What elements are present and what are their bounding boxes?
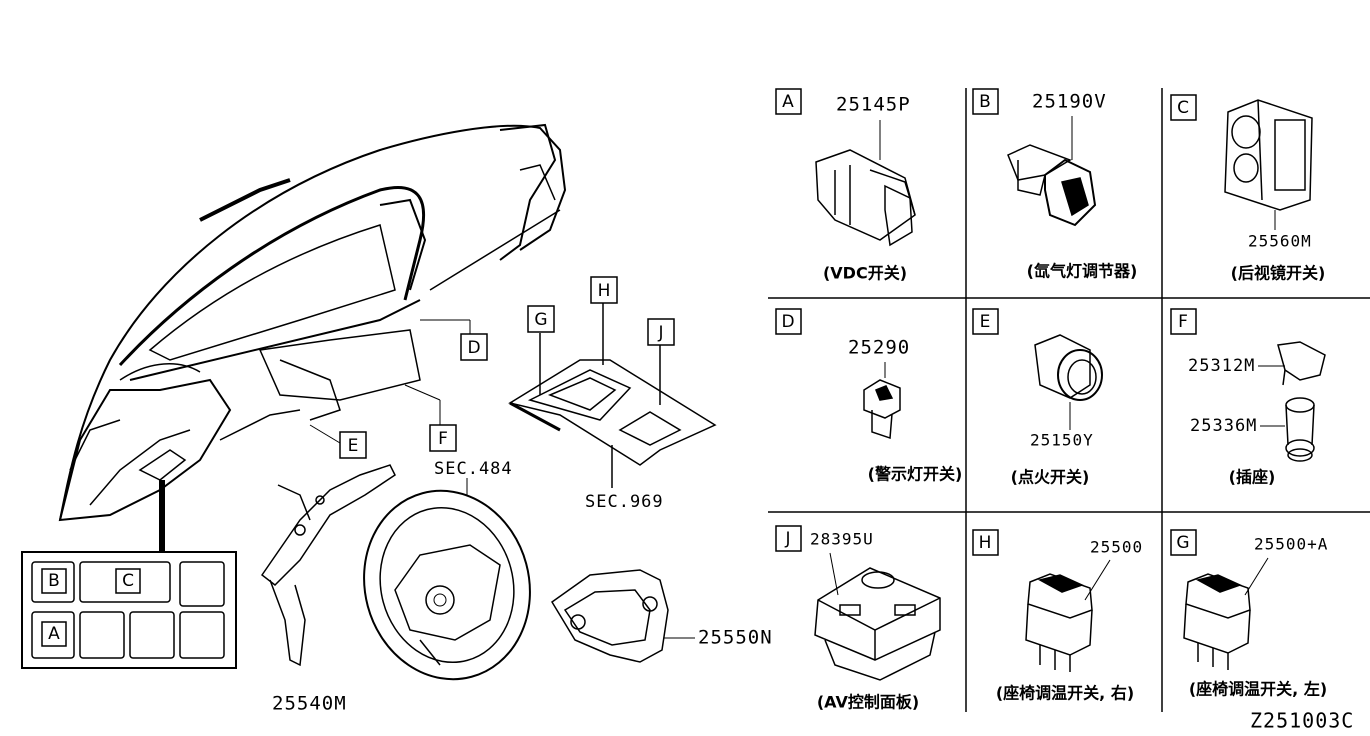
panel-h: H 25500 (座椅调温开关, 右): [972, 529, 1143, 703]
sec-969-label: SEC.969: [585, 492, 664, 512]
switch-panel: [21, 551, 237, 669]
callout-e: E: [339, 431, 367, 459]
panel-j: J 28395U (AV控制面板): [775, 525, 941, 712]
svg-text:25145P: 25145P: [836, 94, 911, 116]
svg-text:G: G: [1176, 533, 1189, 553]
panel-b: B 25190V (氙气灯调节器): [972, 88, 1138, 281]
mirror-switch-icon: [1224, 99, 1313, 211]
svg-text:25290: 25290: [848, 337, 910, 359]
svg-text:H: H: [598, 281, 611, 301]
panel-g: G 25500+A (座椅调温开关, 左): [1170, 529, 1328, 699]
svg-text:D: D: [781, 312, 794, 332]
svg-text:(点火开关): (点火开关): [1011, 468, 1090, 487]
switch-panel-b: B: [48, 571, 60, 591]
switch-panel-a: A: [48, 624, 60, 644]
svg-text:(AV控制面板): (AV控制面板): [817, 693, 919, 712]
panel-c: C 25560M (后视镜开关): [1170, 94, 1326, 283]
callout-j: J: [647, 318, 675, 346]
svg-text:F: F: [438, 429, 448, 449]
parts-grid: [768, 88, 1370, 712]
svg-text:E: E: [980, 312, 991, 332]
svg-text:C: C: [1177, 98, 1189, 118]
panel-e: E 25150Y (点火开关): [972, 308, 1103, 487]
panel-d: D 25290 (警示灯开关): [775, 308, 963, 484]
svg-text:(后视镜开关): (后视镜开关): [1231, 264, 1326, 283]
svg-text:25560M: 25560M: [1248, 232, 1312, 251]
svg-text:H: H: [979, 533, 992, 553]
svg-text:F: F: [1178, 312, 1188, 332]
svg-text:28395U: 28395U: [810, 530, 874, 549]
svg-text:(插座): (插座): [1229, 468, 1276, 487]
hazard-switch-icon: [863, 379, 901, 440]
svg-text:J: J: [657, 323, 663, 343]
diagram-code: Z251003C: [1250, 709, 1354, 733]
callout-f: F: [429, 424, 457, 452]
svg-text:25312M: 25312M: [1188, 356, 1255, 376]
socket-bracket-icon: [1277, 341, 1326, 386]
socket-icon: [1285, 397, 1315, 462]
av-control-panel-icon: [814, 567, 941, 681]
svg-text:D: D: [467, 338, 480, 358]
svg-text:(座椅调温开关, 左): (座椅调温开关, 左): [1189, 680, 1327, 699]
vdc-switch-icon: [815, 149, 916, 247]
svg-text:(VDC开关): (VDC开关): [823, 264, 907, 283]
svg-text:25190V: 25190V: [1032, 91, 1107, 113]
svg-text:A: A: [782, 92, 794, 112]
headlamp-leveler-icon: [1007, 144, 1097, 227]
svg-text:(氙气灯调节器): (氙气灯调节器): [1027, 262, 1138, 281]
svg-text:25500: 25500: [1090, 538, 1143, 557]
svg-text:(座椅调温开关, 右): (座椅调温开关, 右): [996, 684, 1134, 703]
svg-text:B: B: [979, 92, 991, 112]
center-console-illustration: [508, 303, 717, 488]
callout-g: G: [527, 305, 555, 333]
svg-text:(警示灯开关): (警示灯开关): [868, 465, 963, 484]
part-25550n-label: 25550N: [698, 627, 773, 649]
svg-text:25336M: 25336M: [1190, 416, 1257, 436]
switch-panel-c: C: [122, 571, 134, 591]
svg-text:G: G: [534, 310, 547, 330]
svg-text:25150Y: 25150Y: [1030, 431, 1094, 450]
svg-text:E: E: [348, 436, 359, 456]
combination-switch-illustration: [260, 464, 396, 667]
dashboard-illustration: [58, 123, 567, 552]
svg-text:25500+A: 25500+A: [1254, 535, 1328, 554]
airbag-module-illustration: [550, 569, 695, 663]
ignition-switch-icon: [1034, 334, 1103, 401]
panel-f: F 25312M 25336M (插座): [1170, 308, 1326, 487]
svg-text:J: J: [784, 529, 790, 549]
part-25540m-label: 25540M: [272, 693, 347, 715]
steering-wheel-illustration: [363, 478, 531, 681]
sec-484-label: SEC.484: [434, 459, 513, 479]
seat-heater-switch-right-icon: [1025, 573, 1093, 672]
seat-heater-switch-left-icon: [1183, 573, 1251, 670]
panel-a: A 25145P (VDC开关): [775, 88, 916, 283]
callout-h: H: [590, 276, 618, 304]
callout-d: D: [460, 333, 488, 361]
